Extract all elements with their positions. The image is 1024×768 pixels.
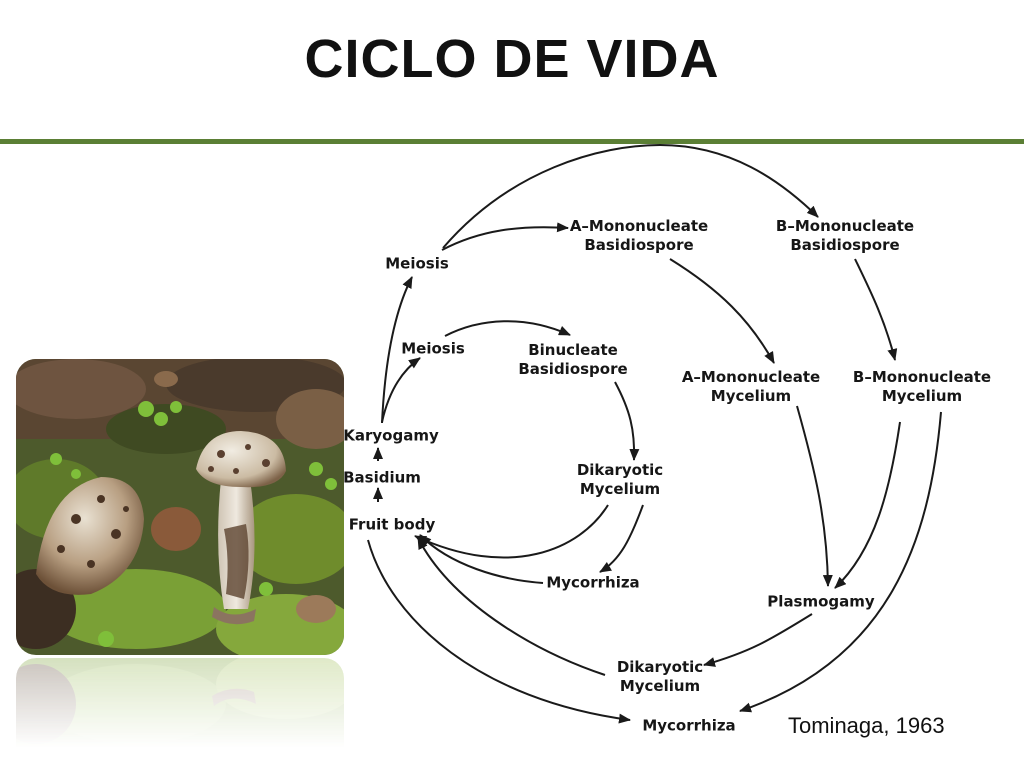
arrow-fruit-body-to-mycorrhiza-outer [367, 539, 631, 724]
arrow-b-basidiospore-to-b-mycelium [854, 258, 898, 361]
arrow-plasmogamy-to-dikaryotic-outer [703, 613, 813, 667]
node-mycorrhiza-inner: Mycorrhiza [546, 573, 640, 592]
citation-caption: Tominaga, 1963 [788, 713, 945, 738]
node-meiosis-inner: Meiosis [401, 339, 465, 358]
node-plasmogamy: Plasmogamy [767, 592, 875, 611]
arrow-b-mycelium-to-mycorrhiza-outer [739, 411, 942, 713]
life-cycle-arrows [367, 143, 942, 724]
arrow-dikaryotic-outer-to-fruit-body [417, 537, 606, 676]
arrow-dikaryotic-inner-to-mycorrhiza [599, 504, 644, 573]
arrow-karyogamy-to-meiosis-outer [381, 276, 413, 424]
node-fruit-body: Fruit body [348, 515, 436, 534]
node-basidium: Basidium [343, 468, 421, 487]
arrow-meiosis-inner-to-binucleate [444, 320, 571, 337]
arrow-a-mycelium-to-plasmogamy [796, 405, 833, 587]
node-meiosis-outer: Meiosis [385, 254, 449, 273]
slide-title: CICLO DE VIDA [304, 29, 720, 89]
node-mycorrhiza-outer: Mycorrhiza [642, 716, 736, 735]
arrow-meiosis-to-b-basidiospore [442, 143, 819, 249]
arrow-meiosis-to-a-basidiospore [441, 222, 569, 251]
arrow-karyogamy-to-meiosis-inner [381, 357, 421, 423]
photo-reflection [16, 658, 344, 748]
arrow-mycorrhiza-inner-to-fruit-body [419, 534, 544, 584]
arrow-binucleate-to-dikaryotic-inner [614, 381, 640, 461]
arrow-b-mycelium-to-plasmogamy [834, 421, 901, 589]
mushroom-photo [16, 359, 344, 655]
arrow-a-basidiospore-to-a-mycelium [669, 258, 775, 364]
node-karyogamy: Karyogamy [343, 426, 439, 445]
arrow-dikaryotic-inner-to-fruit-body [414, 504, 609, 559]
title-divider [0, 139, 1024, 144]
